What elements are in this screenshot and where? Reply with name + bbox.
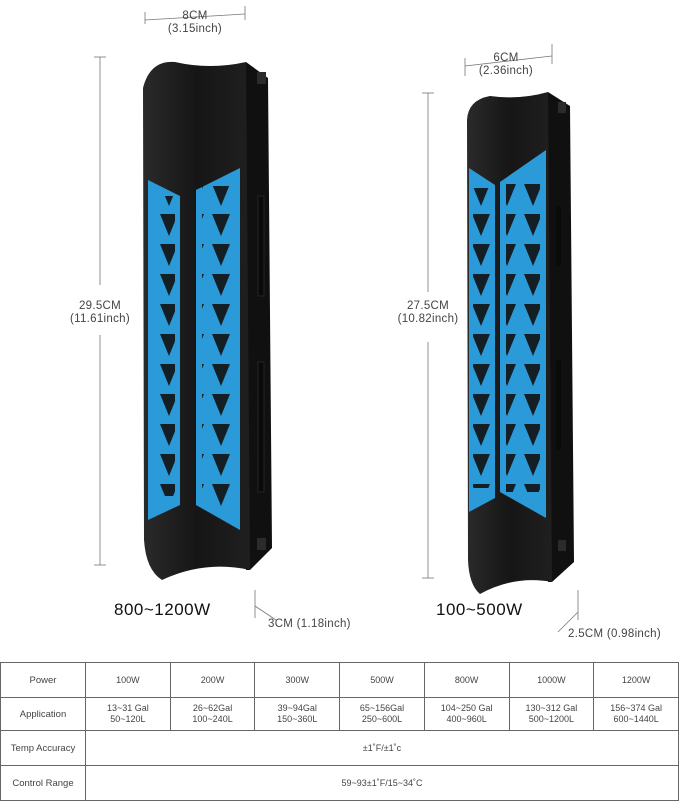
large-height-inch: (11.61inch) [70, 313, 130, 325]
application-gal: 104~250 Gal [440, 703, 493, 713]
application-liters: 500~1200L [528, 714, 575, 724]
small-heater-image [467, 92, 574, 594]
small-depth-label: 2.5CM (0.98inch) [568, 628, 662, 640]
small-height-cm: 27.5CM [406, 300, 450, 312]
application-gal: 65~156Gal [359, 703, 405, 713]
application-gal: 156~374 Gal [610, 703, 662, 713]
temp-accuracy-row-label: Temp Accuracy [0, 730, 86, 766]
power-cell: 800W [423, 662, 510, 698]
application-liters: 150~360L [277, 714, 318, 724]
application-gal: 26~62Gal [192, 703, 233, 713]
power-row-label: Power [0, 662, 86, 698]
power-row: Power 100W 200W 300W 500W 800W 1000W 120… [0, 662, 679, 698]
small-depth-dimension-line [557, 590, 579, 633]
large-depth-dimension-line [254, 590, 277, 621]
large-width-inch: (3.15inch) [167, 23, 223, 35]
power-cell: 500W [339, 662, 425, 698]
application-liters: 400~960L [446, 714, 487, 724]
application-liters: 50~120L [110, 714, 146, 724]
application-liters: 250~600L [361, 714, 403, 724]
large-width-label: 8CM (3.15inch) [150, 10, 240, 36]
application-liters: 100~240L [192, 714, 233, 724]
large-height-cm: 29.5CM [78, 300, 122, 312]
large-height-dimension-line [94, 56, 106, 566]
power-cell: 1000W [508, 662, 595, 698]
large-width-cm: 8CM [182, 10, 208, 22]
large-depth-label: 3CM (1.18inch) [268, 618, 351, 630]
control-range-row: Control Range 59~93±1˚F/15~34˚C [0, 765, 679, 801]
power-cell: 1200W [593, 662, 679, 698]
spec-table: Power 100W 200W 300W 500W 800W 1000W 120… [0, 662, 679, 801]
small-model-label: 100~500W [436, 600, 523, 619]
application-gal: 13~31 Gal [106, 703, 149, 713]
power-cell: 200W [169, 662, 256, 698]
application-gal: 39~94Gal [277, 703, 317, 713]
large-width-dimension-line [144, 6, 246, 24]
small-width-cm: 6CM [493, 52, 519, 64]
small-height-label: 27.5CM (10.82inch) [385, 300, 471, 326]
application-liters: 600~1440L [613, 714, 659, 724]
control-range-row-label: Control Range [0, 765, 86, 801]
small-width-dimension-line [464, 44, 553, 76]
small-width-label: 6CM (2.36inch) [466, 52, 546, 78]
power-cell: 100W [85, 662, 171, 698]
large-model-label: 800~1200W [114, 600, 211, 619]
power-cell: 300W [254, 662, 341, 698]
application-gal: 130~312 Gal [525, 703, 578, 713]
large-heater-image [143, 61, 272, 580]
temp-accuracy-value: ±1˚F/±1˚c [85, 730, 679, 766]
small-width-inch: (2.36inch) [478, 65, 534, 77]
product-illustration [94, 6, 579, 633]
small-height-dimension-line [422, 92, 434, 579]
temp-accuracy-row: Temp Accuracy ±1˚F/±1˚c [0, 730, 679, 766]
small-height-inch: (10.82inch) [397, 313, 459, 325]
control-range-value: 59~93±1˚F/15~34˚C [85, 765, 679, 801]
application-row-label: Application [0, 697, 86, 731]
large-height-label: 29.5CM (11.61inch) [55, 300, 145, 326]
